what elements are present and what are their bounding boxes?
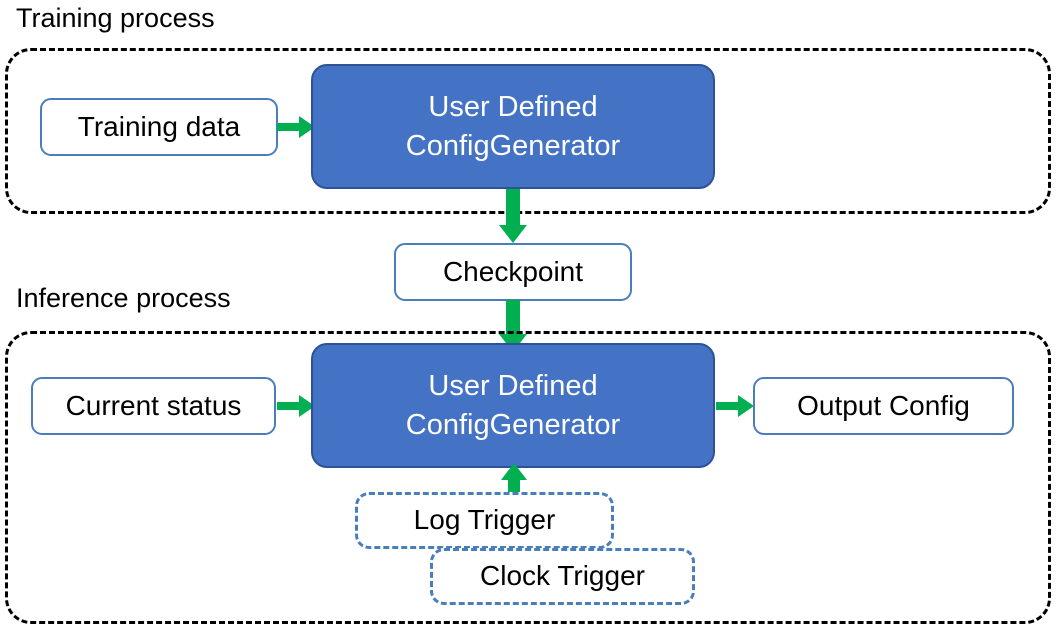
- node-clock-trigger[interactable]: Clock Trigger: [430, 548, 695, 605]
- arrow-training-data-to-generator: [277, 113, 317, 141]
- arrow-current-status-to-generator: [277, 392, 317, 420]
- node-log-trigger-label: Log Trigger: [413, 504, 556, 536]
- node-training-data-label: Training data: [77, 110, 241, 142]
- node-training-config-generator[interactable]: User Defined ConfigGenerator: [311, 64, 715, 189]
- node-output-config-label: Output Config: [797, 389, 970, 421]
- training-process-group: [5, 48, 1051, 214]
- node-inference-config-generator-line2: ConfigGenerator: [405, 408, 621, 441]
- node-checkpoint-label: Checkpoint: [442, 255, 584, 287]
- node-training-config-generator-line2: ConfigGenerator: [405, 129, 621, 162]
- node-training-data[interactable]: Training data: [40, 98, 278, 156]
- node-checkpoint[interactable]: Checkpoint: [394, 243, 632, 301]
- node-current-status[interactable]: Current status: [31, 377, 276, 435]
- node-inference-config-generator-line1: User Defined: [428, 370, 598, 403]
- inference-process-group: [5, 331, 1051, 624]
- node-output-config[interactable]: Output Config: [753, 377, 1014, 435]
- arrow-checkpoint-to-inference-generator: [498, 300, 528, 354]
- node-log-trigger[interactable]: Log Trigger: [355, 492, 614, 549]
- training-section-caption: Training process: [16, 3, 215, 33]
- arrow-training-generator-to-checkpoint: [498, 189, 528, 245]
- inference-section-caption: Inference process: [16, 283, 231, 313]
- node-current-status-label: Current status: [65, 389, 242, 421]
- node-inference-config-generator[interactable]: User Defined ConfigGenerator: [311, 343, 715, 468]
- arrow-generator-to-output-config: [716, 392, 756, 420]
- node-training-config-generator-line1: User Defined: [428, 91, 598, 124]
- node-clock-trigger-label: Clock Trigger: [480, 560, 645, 592]
- arrow-triggers-to-generator: [500, 463, 528, 505]
